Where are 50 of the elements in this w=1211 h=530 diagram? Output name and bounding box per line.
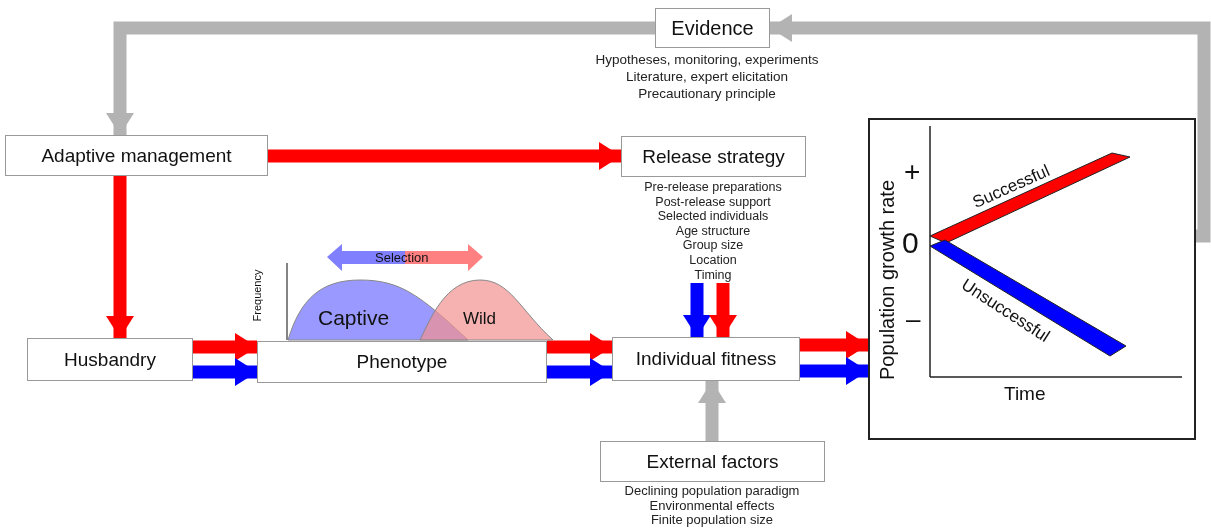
axis-label: 0	[902, 228, 919, 258]
box-title: Adaptive management	[41, 144, 232, 167]
axis-label: Population growth rate	[877, 178, 897, 383]
note-text: Timing	[693, 267, 733, 283]
process-box	[612, 337, 800, 381]
arrow	[698, 381, 726, 441]
process-box	[655, 8, 770, 48]
note-text: Environmental effects	[649, 498, 775, 514]
process-box	[621, 136, 806, 177]
arrow	[770, 14, 1211, 243]
box-title: Evidence	[671, 16, 754, 40]
axis-label: Time	[1004, 384, 1046, 403]
note-text: Selected individuals	[656, 209, 770, 224]
process-box	[600, 441, 825, 482]
arrow	[268, 142, 621, 170]
arrow	[106, 21, 655, 135]
chart-label: Selection	[375, 251, 429, 264]
note-text: Precautionary principle	[637, 85, 777, 102]
chart-panel	[868, 118, 1196, 440]
arrow	[193, 333, 257, 361]
box-title: Individual fitness	[635, 348, 777, 370]
note-text: Hypotheses, monitoring, experiments	[594, 51, 820, 68]
process-box	[27, 338, 193, 381]
arrow	[709, 283, 737, 337]
arrow	[800, 357, 868, 385]
axis-label: –	[906, 306, 921, 332]
note-text: Declining population paradigm	[623, 484, 801, 499]
arrow	[106, 176, 134, 338]
note-text: Location	[688, 252, 738, 268]
arrow	[800, 331, 868, 359]
note-text: Group size	[681, 238, 745, 253]
arrow	[683, 283, 711, 337]
process-box	[5, 135, 268, 176]
box-title: Husbandry	[64, 348, 156, 371]
note-text: Finite population size	[649, 513, 775, 528]
note-text: Pre-release preparations	[643, 180, 783, 195]
arrow	[193, 358, 257, 386]
chart-label: Frequency	[252, 269, 264, 322]
process-box	[257, 341, 547, 383]
chart-label: Captive	[318, 307, 390, 328]
chart-label: Wild	[463, 310, 497, 327]
box-title: Release strategy	[642, 145, 785, 168]
box-title: Phenotype	[356, 351, 448, 373]
box-title: External factors	[646, 450, 779, 473]
arrow	[547, 358, 612, 386]
note-text: Age structure	[674, 223, 752, 239]
note-text: Literature, expert elicitation	[624, 68, 790, 85]
axis-label: +	[904, 158, 921, 186]
note-text: Post-release support	[654, 194, 772, 210]
arrow	[547, 333, 612, 361]
